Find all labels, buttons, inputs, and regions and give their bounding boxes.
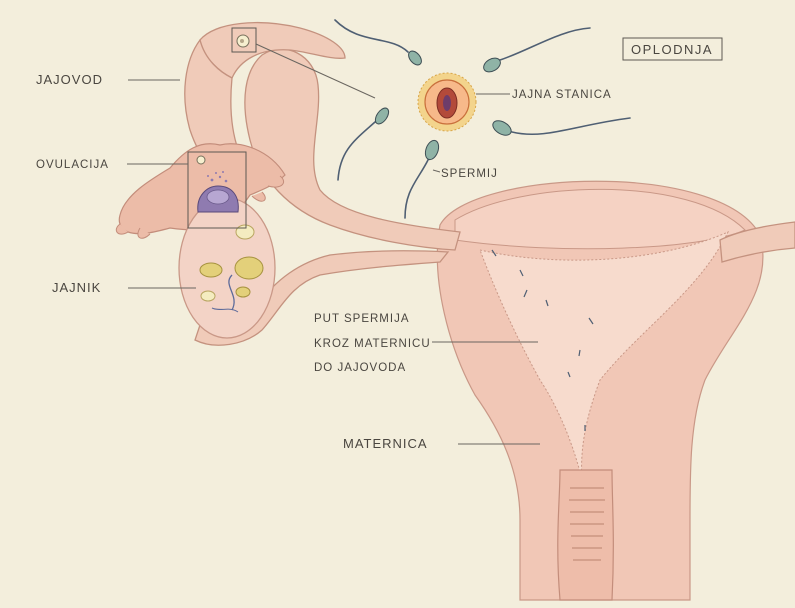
label-put-line2: KROZ MATERNICU <box>314 338 431 350</box>
egg-in-tube-nucleus <box>240 39 244 43</box>
follicle <box>200 263 222 277</box>
follicle <box>201 291 215 301</box>
egg-cell <box>418 73 476 131</box>
label-put-line3: DO JAJOVODA <box>314 362 406 374</box>
label-jajovod-text: JAJOVOD <box>36 72 103 87</box>
follicle <box>236 287 250 297</box>
label-ovulacija-text: OVULACIJA <box>36 159 109 171</box>
label-maternica-text: MATERNICA <box>343 436 428 451</box>
label-jajna-stanica-text: JAJNA STANICA <box>512 89 612 101</box>
egg-nucleolus <box>443 95 451 111</box>
label-spermij: SPERMIJ <box>433 168 498 180</box>
title-box: OPLODNJA <box>623 38 722 60</box>
label-put-line1: PUT SPERMIJA <box>314 313 410 325</box>
follicle-cavity <box>207 190 229 204</box>
diagram-title: OPLODNJA <box>631 42 713 57</box>
released-egg <box>197 156 205 164</box>
follicle <box>235 257 263 279</box>
cervix <box>558 470 614 600</box>
label-jajnik-text: JAJNIK <box>52 280 101 295</box>
label-spermij-text: SPERMIJ <box>441 168 498 180</box>
ovary <box>179 198 275 338</box>
follicle <box>236 225 254 239</box>
